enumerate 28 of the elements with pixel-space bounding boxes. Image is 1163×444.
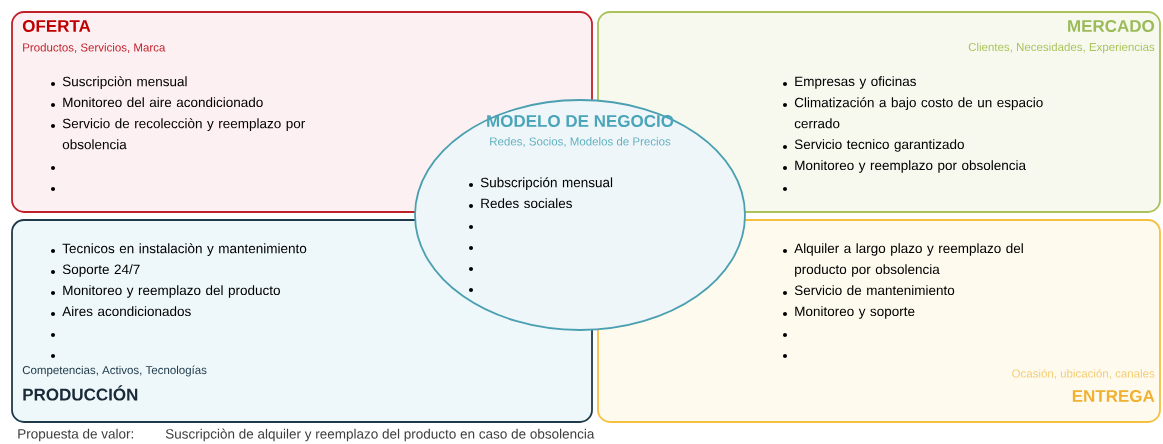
heading: PRODUCCIÓN <box>23 385 138 401</box>
bullet-item: Servicio tecnico garantizado <box>783 139 964 152</box>
bullet-item: Soporte 24/7 <box>51 264 140 277</box>
bullet-item: Monitoreo y reemplazo del producto <box>51 285 280 298</box>
bullet-item: Empresas y oficinas <box>783 76 916 89</box>
bullet-item: Alquiler a largo plazo y reemplazo del producto por obsolencia <box>783 243 1023 277</box>
bullet-item: Tecnicos en instalaciòn y mantenimiento <box>51 243 307 256</box>
bullet-item: Servicio de mantenimiento <box>783 285 955 296</box>
bullet-item: Aires acondicionados <box>51 306 191 317</box>
subtitle: Competencias, Activos, Tecnologías <box>22 365 207 377</box>
bullet-item: Monitoreo del aire acondicionado <box>51 97 263 108</box>
heading: MERCADO <box>1068 20 1155 32</box>
bullet-item: Servicio de recolecciòn y reemplazo por obsolencia <box>51 118 306 150</box>
heading: MODELO DE NEGOCIO <box>487 115 674 127</box>
bullet-item: Climatización a bajo costo de un espacio cerrado <box>783 97 1043 129</box>
subtitle: Clientes, Necesidades, Experiencias <box>968 42 1155 54</box>
heading: OFERTA <box>22 20 91 32</box>
subtitle: Productos, Servicios, Marca <box>23 43 166 53</box>
bullet-item: Subscripción mensual <box>469 177 613 190</box>
note-text: Suscripciòn de alquiler y reemplazo del producto en caso de obsolencia <box>165 428 595 442</box>
bullet-item: Suscripciòn mensual <box>51 76 187 89</box>
heading: ENTREGA <box>1072 389 1155 402</box>
center-ellipse <box>414 99 746 331</box>
subtitle: Ocasión, ubicación, canales <box>1012 369 1155 379</box>
bullet-item: Monitoreo y soporte <box>783 306 915 319</box>
subtitle: Redes, Socios, Modelos de Precios <box>490 137 671 147</box>
bullet-item: Monitoreo y reemplazo por obsolencia <box>783 160 1026 173</box>
bullet-item: Redes sociales <box>469 198 572 209</box>
